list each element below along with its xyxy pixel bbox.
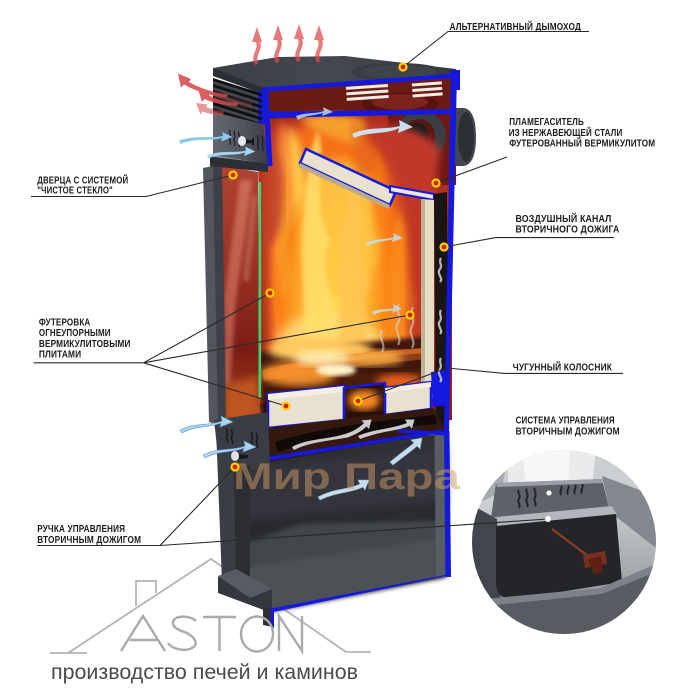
svg-text:производство печей и каминов: производство печей и каминов [51,660,358,684]
svg-text:ДВЕРЦА С СИСТЕМОЙ: ДВЕРЦА С СИСТЕМОЙ [37,173,128,186]
svg-text:ВТОРИЧНЫМ ДОЖИГОМ: ВТОРИЧНЫМ ДОЖИГОМ [37,535,141,546]
svg-text:ПЛИТАМИ: ПЛИТАМИ [39,350,81,361]
svg-text:ИЗ НЕРЖАВЕЮЩЕЙ СТАЛИ: ИЗ НЕРЖАВЕЮЩЕЙ СТАЛИ [509,126,623,139]
svg-text:ФУТЕРОВКА: ФУТЕРОВКА [39,318,91,329]
svg-text:РУЧКА УПРАВЛЕНИЯ: РУЧКА УПРАВЛЕНИЯ [37,524,125,535]
svg-text:Мир Пара: Мир Пара [233,456,461,497]
svg-text:ФУТЕРОВАННЫЙ ВЕРМИКУЛИТОМ: ФУТЕРОВАННЫЙ ВЕРМИКУЛИТОМ [509,137,655,150]
svg-text:ВТОРИЧНОГО ДОЖИГА: ВТОРИЧНОГО ДОЖИГА [516,225,620,236]
svg-text:ВТОРИЧНЫМ ДОЖИГОМ: ВТОРИЧНЫМ ДОЖИГОМ [516,427,620,438]
svg-text:"ЧИСТОЕ СТЕКЛО": "ЧИСТОЕ СТЕКЛО" [37,186,113,197]
svg-text:ПЛАМЕГАСИТЕЛЬ: ПЛАМЕГАСИТЕЛЬ [509,117,584,128]
svg-text:ОГНЕУПОРНЫМИ: ОГНЕУПОРНЫМИ [39,328,111,339]
svg-text:ВОЗДУШНЫЙ КАНАЛ: ВОЗДУШНЫЙ КАНАЛ [516,212,612,225]
svg-text:АЛЬТЕРНАТИВНЫЙ ДЫМОХОД: АЛЬТЕРНАТИВНЫЙ ДЫМОХОД [450,20,582,33]
svg-text:СИСТЕМА УПРАВЛЕНИЯ: СИСТЕМА УПРАВЛЕНИЯ [516,416,615,427]
svg-text:ЧУГУННЫЙ КОЛОСНИК: ЧУГУННЫЙ КОЛОСНИК [513,361,613,374]
svg-text:ВЕРМИКУЛИТОВЫМИ: ВЕРМИКУЛИТОВЫМИ [39,339,131,350]
